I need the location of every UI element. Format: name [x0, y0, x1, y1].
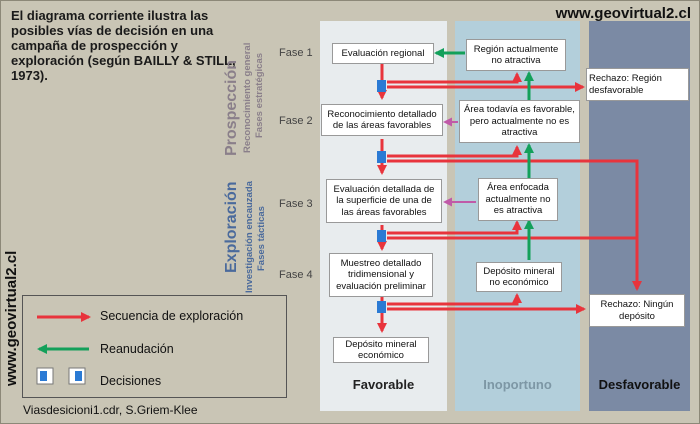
box-evaluacion-detallada: Evaluación detallada de la superficie de… [326, 179, 442, 223]
footer-credit: Viasdesicioni1.cdr, S.Griem-Klee [23, 403, 198, 417]
red-arrow-d4-inoportuno [387, 293, 522, 306]
decision-marker-2 [377, 151, 386, 163]
box-reconocimiento-detallado: Reconocimiento detallado de las áreas fa… [321, 104, 443, 136]
red-arrow-d2-rechazo [387, 159, 642, 291]
box-deposito-economico: Depósito mineral económico [333, 337, 429, 363]
column-label-inoportuno: Inoportuno [483, 377, 552, 392]
phase-1-label: Fase 1 [279, 47, 313, 59]
box-rechazo-ningun: Rechazo: Ningún depósito [589, 294, 685, 327]
red-arrow-d1-inoportuno [387, 72, 522, 84]
column-label-desfavorable: Desfavorable [598, 377, 681, 392]
phase-3-label: Fase 3 [279, 198, 313, 210]
box-evaluacion-regional: Evaluación regional [332, 43, 434, 64]
box-muestreo-detallado: Muestreo detallado tridimensional y eval… [329, 253, 433, 297]
box-area-todavia-favorable: Área todavía es favorable, pero actualme… [459, 100, 580, 143]
decision-marker-1 [377, 80, 386, 92]
legend-decision-mark-1 [40, 371, 47, 381]
column-label-favorable: Favorable [352, 377, 415, 392]
box-area-enfocada: Área enfocada actualmente no es atractiv… [478, 178, 558, 221]
box-deposito-no-economico: Depósito mineral no económico [476, 262, 562, 292]
phase-4-label: Fase 4 [279, 269, 313, 281]
decision-marker-3 [377, 230, 386, 242]
legend-symbols [36, 312, 91, 385]
legend-decisiones: Decisiones [100, 374, 162, 388]
box-region-no-atractiva: Región actualmente no atractiva [466, 39, 566, 71]
website-top: www.geovirtual2.cl [555, 5, 691, 22]
phase-2-label: Fase 2 [279, 115, 313, 127]
legend-secuencia: Secuencia de exploración [100, 309, 244, 323]
legend: Secuencia de exploración Reanudación Dec… [22, 295, 287, 398]
decision-marker-4 [377, 301, 386, 313]
red-arrow-d3-inoportuno [387, 220, 522, 235]
red-arrow-d2-inoportuno [387, 145, 522, 158]
intro-text: El diagrama corriente ilustra las posibl… [11, 8, 236, 83]
legend-decision-mark-2 [75, 371, 82, 381]
box-rechazo-region: Rechazo: Región desfavorable [586, 68, 689, 101]
legend-reanudacion: Reanudación [100, 342, 174, 356]
